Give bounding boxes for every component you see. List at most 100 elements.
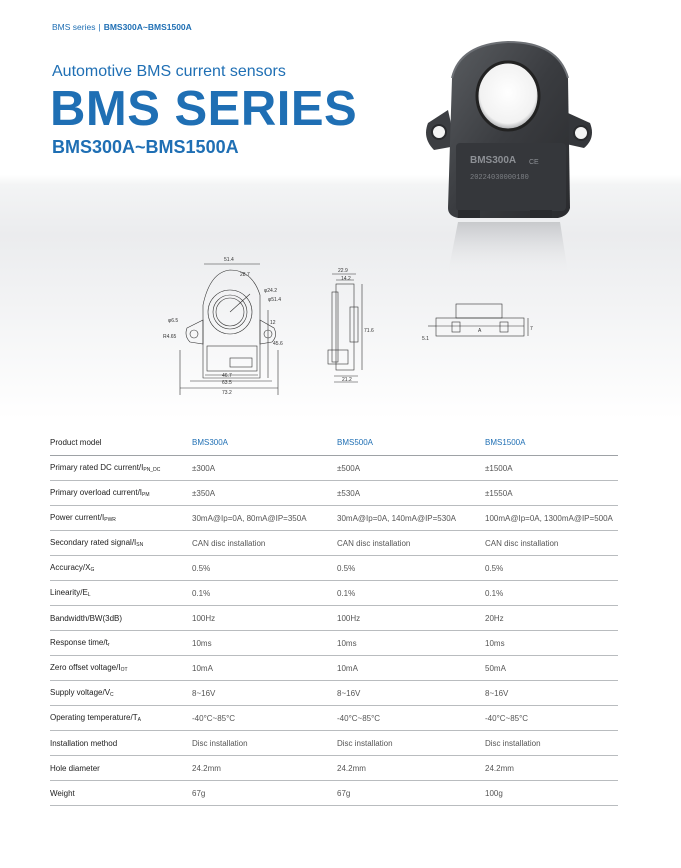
dim-d3: φ51.4 <box>268 297 281 303</box>
breadcrumb: BMS series|BMS300A~BMS1500A <box>52 22 192 32</box>
spec-value: 67g <box>337 780 485 806</box>
breadcrumb-separator: | <box>98 22 101 32</box>
spec-value: CAN disc installation <box>192 530 337 556</box>
spec-label-text: Bandwidth/BW(3dB) <box>50 613 123 623</box>
spec-label-text: Primary overload current/I <box>50 488 143 497</box>
dim-t1: 22.9 <box>338 268 348 274</box>
dim-t2: 14.2 <box>341 276 351 282</box>
product-photo: BMS300A CE 20224030000180 <box>426 40 592 273</box>
spec-label: Accuracy/XG <box>50 555 192 581</box>
side-view-drawing: 22.9 14.2 71.6 21.2 <box>327 268 374 383</box>
product-serial: 20224030000180 <box>470 174 529 182</box>
breadcrumb-section[interactable]: BMS series <box>52 22 96 32</box>
spec-value: 10ms <box>337 630 485 656</box>
spec-label-text: Linearity/E <box>50 588 88 597</box>
spec-value: Disc installation <box>337 730 485 756</box>
spec-value: 10ms <box>192 630 337 656</box>
spec-label-subscript: A <box>137 717 141 723</box>
spec-label: Bandwidth/BW(3dB) <box>50 605 192 631</box>
dim-w2: 63.5 <box>222 380 232 386</box>
spec-label: Response time/tr <box>50 630 192 656</box>
spec-value: -40°C~85°C <box>337 705 485 731</box>
dim-w3: 73.2 <box>222 390 232 396</box>
dim-height: 71.6 <box>364 328 374 334</box>
spec-value: 20Hz <box>485 605 618 631</box>
spec-value: -40°C~85°C <box>192 705 337 731</box>
spec-label: Supply voltage/VC <box>50 680 192 706</box>
table-row: Primary rated DC current/IPN_DC ±300A±500… <box>50 455 618 481</box>
spec-label-text: Accuracy/X <box>50 563 91 572</box>
spec-label-text: Operating temperature/T <box>50 713 138 722</box>
spec-label: Power current/IPWR <box>50 505 192 531</box>
spec-value: 100mA@Ip=0A, 1300mA@IP=500A <box>485 505 618 531</box>
spec-label-subscript: G <box>90 567 95 573</box>
spec-value: ±1500A <box>485 455 618 481</box>
header-model-bms1500a: BMS1500A <box>485 429 618 456</box>
spec-value: CAN disc installation <box>485 530 618 556</box>
spec-value: 0.5% <box>485 555 618 581</box>
spec-label-text: Zero offset voltage/I <box>50 663 121 672</box>
ce-logo: CE <box>529 159 539 166</box>
spec-label-text: Primary rated DC current/I <box>50 463 144 472</box>
spec-value: Disc installation <box>485 730 618 756</box>
model-range: BMS300A~BMS1500A <box>52 137 239 157</box>
spec-value: 0.5% <box>192 555 337 581</box>
spec-value: 10ms <box>485 630 618 656</box>
spec-label-text: Hole diameter <box>50 763 100 773</box>
spec-label-text: Weight <box>50 788 75 798</box>
spec-label-text: Secondary rated signal/I <box>50 538 137 547</box>
dim-d1: 28.7 <box>240 272 250 278</box>
header-model-bms500a: BMS500A <box>337 429 485 456</box>
spec-label: Secondary rated signal/ISN <box>50 530 192 556</box>
spec-value: ±1550A <box>485 480 618 506</box>
dim-label-a: A <box>478 328 482 334</box>
spec-label: Hole diameter <box>50 755 192 781</box>
spec-value: 24.2mm <box>192 755 337 781</box>
spec-label-text: Supply voltage/V <box>50 688 111 697</box>
spec-value: 100Hz <box>337 605 485 631</box>
dim-w1: 46.7 <box>222 373 232 379</box>
spec-value: 100g <box>485 780 618 806</box>
spec-value: 67g <box>192 780 337 806</box>
dim-side: R4.65 <box>163 334 177 340</box>
spec-value: 8~16V <box>192 680 337 706</box>
front-view-drawing: 51.4 28.7 φ24.2 φ51.4 φ6.5 R4.65 12 45.6… <box>163 257 283 396</box>
table-row: Primary overload current/IPM±350A±530A±1… <box>50 480 618 506</box>
spec-value: 100Hz <box>192 605 337 631</box>
spec-label-subscript: SN <box>136 542 144 548</box>
spec-value: 8~16V <box>485 680 618 706</box>
spec-label-subscript: C <box>110 692 114 698</box>
spec-label: Operating temperature/TA <box>50 705 192 731</box>
specs-table: Product model BMS300A BMS500A BMS1500A P… <box>50 429 618 806</box>
spec-value: 0.1% <box>192 580 337 606</box>
dim-d2: φ24.2 <box>264 288 277 294</box>
spec-value: 24.2mm <box>485 755 618 781</box>
page-subtitle: Automotive BMS current sensors <box>52 63 286 80</box>
spec-label: Primary overload current/IPM <box>50 480 192 506</box>
spec-label: Weight <box>50 780 192 806</box>
spec-label-subscript: PN_DC <box>143 467 161 473</box>
dim-h1: 12 <box>270 320 276 326</box>
bottom-view-drawing: A 5.1 7 <box>422 303 533 342</box>
spec-label-subscript: PM <box>142 492 150 498</box>
spec-label-text: Power current/I <box>50 513 105 522</box>
spec-value: 30mA@Ip=0A, 140mA@IP=530A <box>337 505 485 531</box>
table-header-row: Product model BMS300A BMS500A BMS1500A <box>50 429 618 456</box>
spec-value: ±300A <box>192 455 337 481</box>
spec-label-text: Response time/t <box>50 638 108 647</box>
spec-value: ±500A <box>337 455 485 481</box>
dim-hole: φ6.5 <box>168 318 178 324</box>
breadcrumb-current: BMS300A~BMS1500A <box>103 22 192 32</box>
spec-value: Disc installation <box>192 730 337 756</box>
spec-value: 0.1% <box>485 580 618 606</box>
spec-value: 24.2mm <box>337 755 485 781</box>
dim-width-top: 51.4 <box>224 257 234 263</box>
spec-label-text: Installation method <box>50 738 118 748</box>
